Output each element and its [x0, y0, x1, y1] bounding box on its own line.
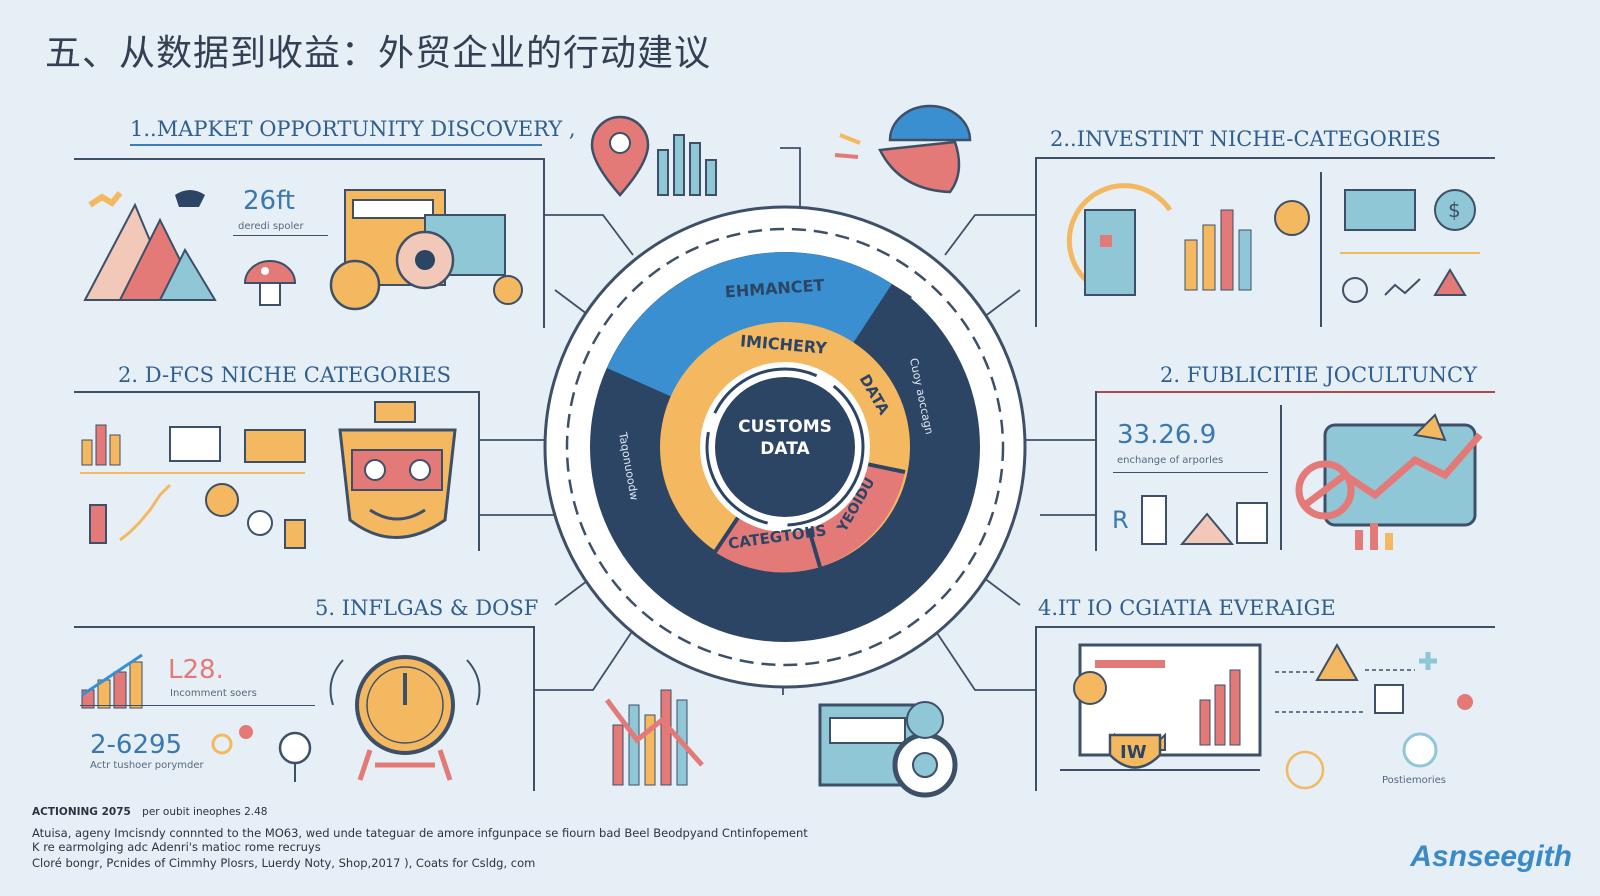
- stat-value: 2-6295: [90, 730, 183, 760]
- stat-value: 26ft: [243, 186, 295, 216]
- city-growth-illustration: [1066, 183, 1310, 296]
- footer-line2: Atuisa, ageny Imcisndy connnted to the M…: [32, 826, 808, 840]
- location-chart-icon: [590, 115, 717, 197]
- section-title-influence: 5. INFLGAS & DOSF: [315, 596, 539, 620]
- gear-icons: [211, 725, 312, 782]
- server-gear-icon: [818, 701, 958, 798]
- stat-value: L28.: [168, 655, 224, 685]
- section-title-publicity: 2. FUBLICITIE JOCULTUNCY: [1160, 363, 1477, 387]
- footer-line3: K re earmolging adc Adenri's matioc rome…: [32, 840, 321, 854]
- buildings-icon: R: [1112, 495, 1268, 545]
- caption-postiemories: Postiemories: [1382, 775, 1446, 786]
- dashboard-illustration: [1060, 643, 1262, 771]
- divider-line: [1113, 472, 1268, 473]
- section-title-leverage: 4.IT IO CGIATIA EVERAIGE: [1038, 596, 1336, 620]
- footer-caption: per oubit ineophes 2.48: [142, 806, 268, 818]
- core-label-line2: DATA: [760, 439, 810, 459]
- charts-illustration: [80, 424, 306, 549]
- core-circle: [715, 377, 855, 517]
- finance-icons: $: [1340, 189, 1480, 303]
- badge-label: IW: [1120, 742, 1147, 763]
- divider-line: [74, 391, 479, 393]
- divider-line: [1095, 391, 1495, 393]
- robot-head-icon: [338, 401, 457, 539]
- divider-line: [1035, 157, 1037, 327]
- divider-line: [1035, 626, 1495, 628]
- stat-caption: Actr tushoer porymder: [90, 760, 204, 771]
- divider-line: [1035, 157, 1495, 159]
- customs-data-ring: CUSTOMS DATA EHMANCET IMICHERY DATA CATE…: [543, 205, 1027, 689]
- brand-logo: Asnseegith: [1410, 840, 1572, 873]
- section-title-market-opportunity: 1..MAPKET OPPORTUNITY DISCOVERY ,: [130, 117, 576, 141]
- core-label-line1: CUSTOMS: [738, 417, 832, 437]
- svg-text:R: R: [1112, 506, 1129, 534]
- divider-line: [74, 626, 534, 628]
- worker-helmet-icon: [834, 104, 972, 194]
- falling-chart-icon: [605, 689, 704, 786]
- mountain-illustration: [83, 190, 217, 301]
- mushroom-icon: [243, 260, 297, 306]
- divider-line: [80, 705, 315, 706]
- stat-caption: enchange of arporles: [1117, 455, 1224, 466]
- section-title-investing-niche: 2..INVESTINT NICHE-CATEGORIES: [1050, 127, 1441, 151]
- divider-line: [478, 391, 480, 551]
- bar-chart-icon: [81, 653, 143, 709]
- growth-chart-illustration: [1295, 413, 1483, 550]
- process-icons: [1275, 642, 1473, 790]
- dashed-ring: [565, 227, 1005, 667]
- divider-line: [1320, 172, 1322, 327]
- machine-illustration: [329, 189, 523, 311]
- footer-line4: Cloré bongr, Pcnides of Cimmhy Plosrs, L…: [32, 856, 536, 870]
- divider-line: [543, 158, 545, 328]
- section-title-focus-niche: 2. D-FCS NICHE CATEGORIES: [118, 363, 452, 387]
- stopwatch-icon: [329, 655, 481, 781]
- divider-line: [233, 235, 328, 236]
- section-underline: [130, 144, 542, 146]
- divider-line: [1035, 626, 1037, 791]
- divider-line: [74, 158, 544, 160]
- stat-caption: deredi spoler: [238, 221, 304, 232]
- footer-label: ACTIONING 2075: [32, 806, 131, 818]
- stat-value: 33.26.9: [1117, 420, 1217, 450]
- divider-line: [533, 626, 535, 791]
- footer-line1: ACTIONING 2075 per oubit ineophes 2.48: [32, 806, 267, 818]
- divider-line: [1280, 405, 1282, 550]
- page-title: 五、从数据到收益：外贸企业的行动建议: [45, 33, 712, 74]
- divider-line: [1095, 391, 1097, 551]
- stat-caption: Incomment soers: [170, 688, 257, 699]
- svg-text:$: $: [1448, 198, 1461, 222]
